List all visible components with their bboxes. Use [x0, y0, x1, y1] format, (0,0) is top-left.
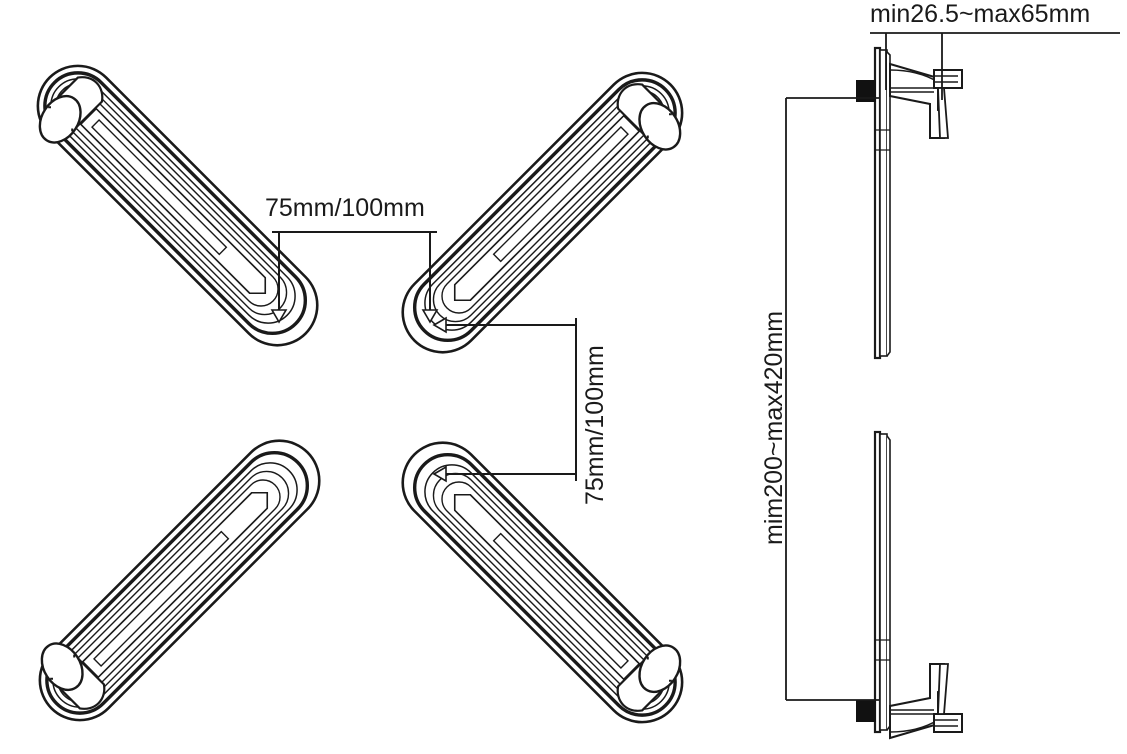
dimension-label-depth: min26.5~max65mm	[870, 0, 1090, 28]
mount-block-lower	[856, 700, 876, 722]
dimension-horizontal-arm-spacing: 75mm/100mm	[265, 194, 439, 324]
dimension-height-range: mim200~max420mm	[760, 97, 880, 701]
dimension-label-vertical: 75mm/100mm	[581, 345, 609, 505]
dimension-depth-range: min26.5~max65mm	[870, 0, 1120, 100]
dimension-label-horizontal: 75mm/100mm	[265, 194, 425, 222]
mount-block-upper	[856, 80, 876, 102]
dimension-vertical-arm-spacing: 75mm/100mm	[432, 316, 609, 505]
wall-plate-lower	[873, 430, 891, 734]
bracket-hook-lower[interactable]	[889, 663, 963, 740]
wall-plate-upper	[873, 46, 891, 360]
side-view	[856, 46, 963, 740]
side-view-upper	[856, 46, 963, 360]
dimension-label-height: mim200~max420mm	[760, 311, 788, 545]
side-view-lower	[856, 430, 963, 740]
